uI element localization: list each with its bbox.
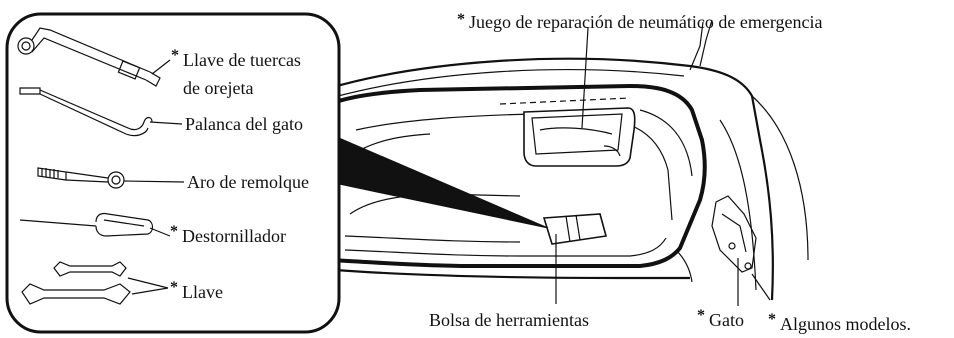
screwdriver-label: Destornillador <box>182 226 286 246</box>
lug-wrench-asterisk: * <box>171 47 179 64</box>
jack-handle-icon <box>19 87 153 137</box>
some-models-asterisk: * <box>768 311 776 328</box>
jack-asterisk: * <box>697 307 705 324</box>
labels: * Juego de reparación de neumático de em… <box>170 11 911 334</box>
trunk-illustration <box>329 19 809 301</box>
lug-wrench-label-line1: Llave de tuercas <box>183 50 301 70</box>
jack-handle-label: Palanca del gato <box>185 114 303 134</box>
wrench-asterisk: * <box>170 279 178 296</box>
tool-bag-label: Bolsa de herramientas <box>429 310 589 330</box>
emergency-kit-asterisk: * <box>457 11 465 28</box>
screwdriver-icon <box>19 212 154 237</box>
wrench-icon <box>21 261 131 305</box>
lug-wrench-label-line2: de orejeta <box>183 78 253 98</box>
emergency-kit-label: Juego de reparación de neumático de emer… <box>469 12 823 32</box>
some-models-note: Algunos modelos. <box>780 314 911 334</box>
jack-label: Gato <box>709 310 744 330</box>
tow-hook-label: Aro de remolque <box>187 172 309 192</box>
tow-hook-icon <box>37 167 125 189</box>
screwdriver-asterisk: * <box>170 223 178 240</box>
lug-wrench-icon <box>17 27 161 87</box>
wrench-label: Llave <box>182 282 223 302</box>
callout-lines <box>123 27 771 306</box>
